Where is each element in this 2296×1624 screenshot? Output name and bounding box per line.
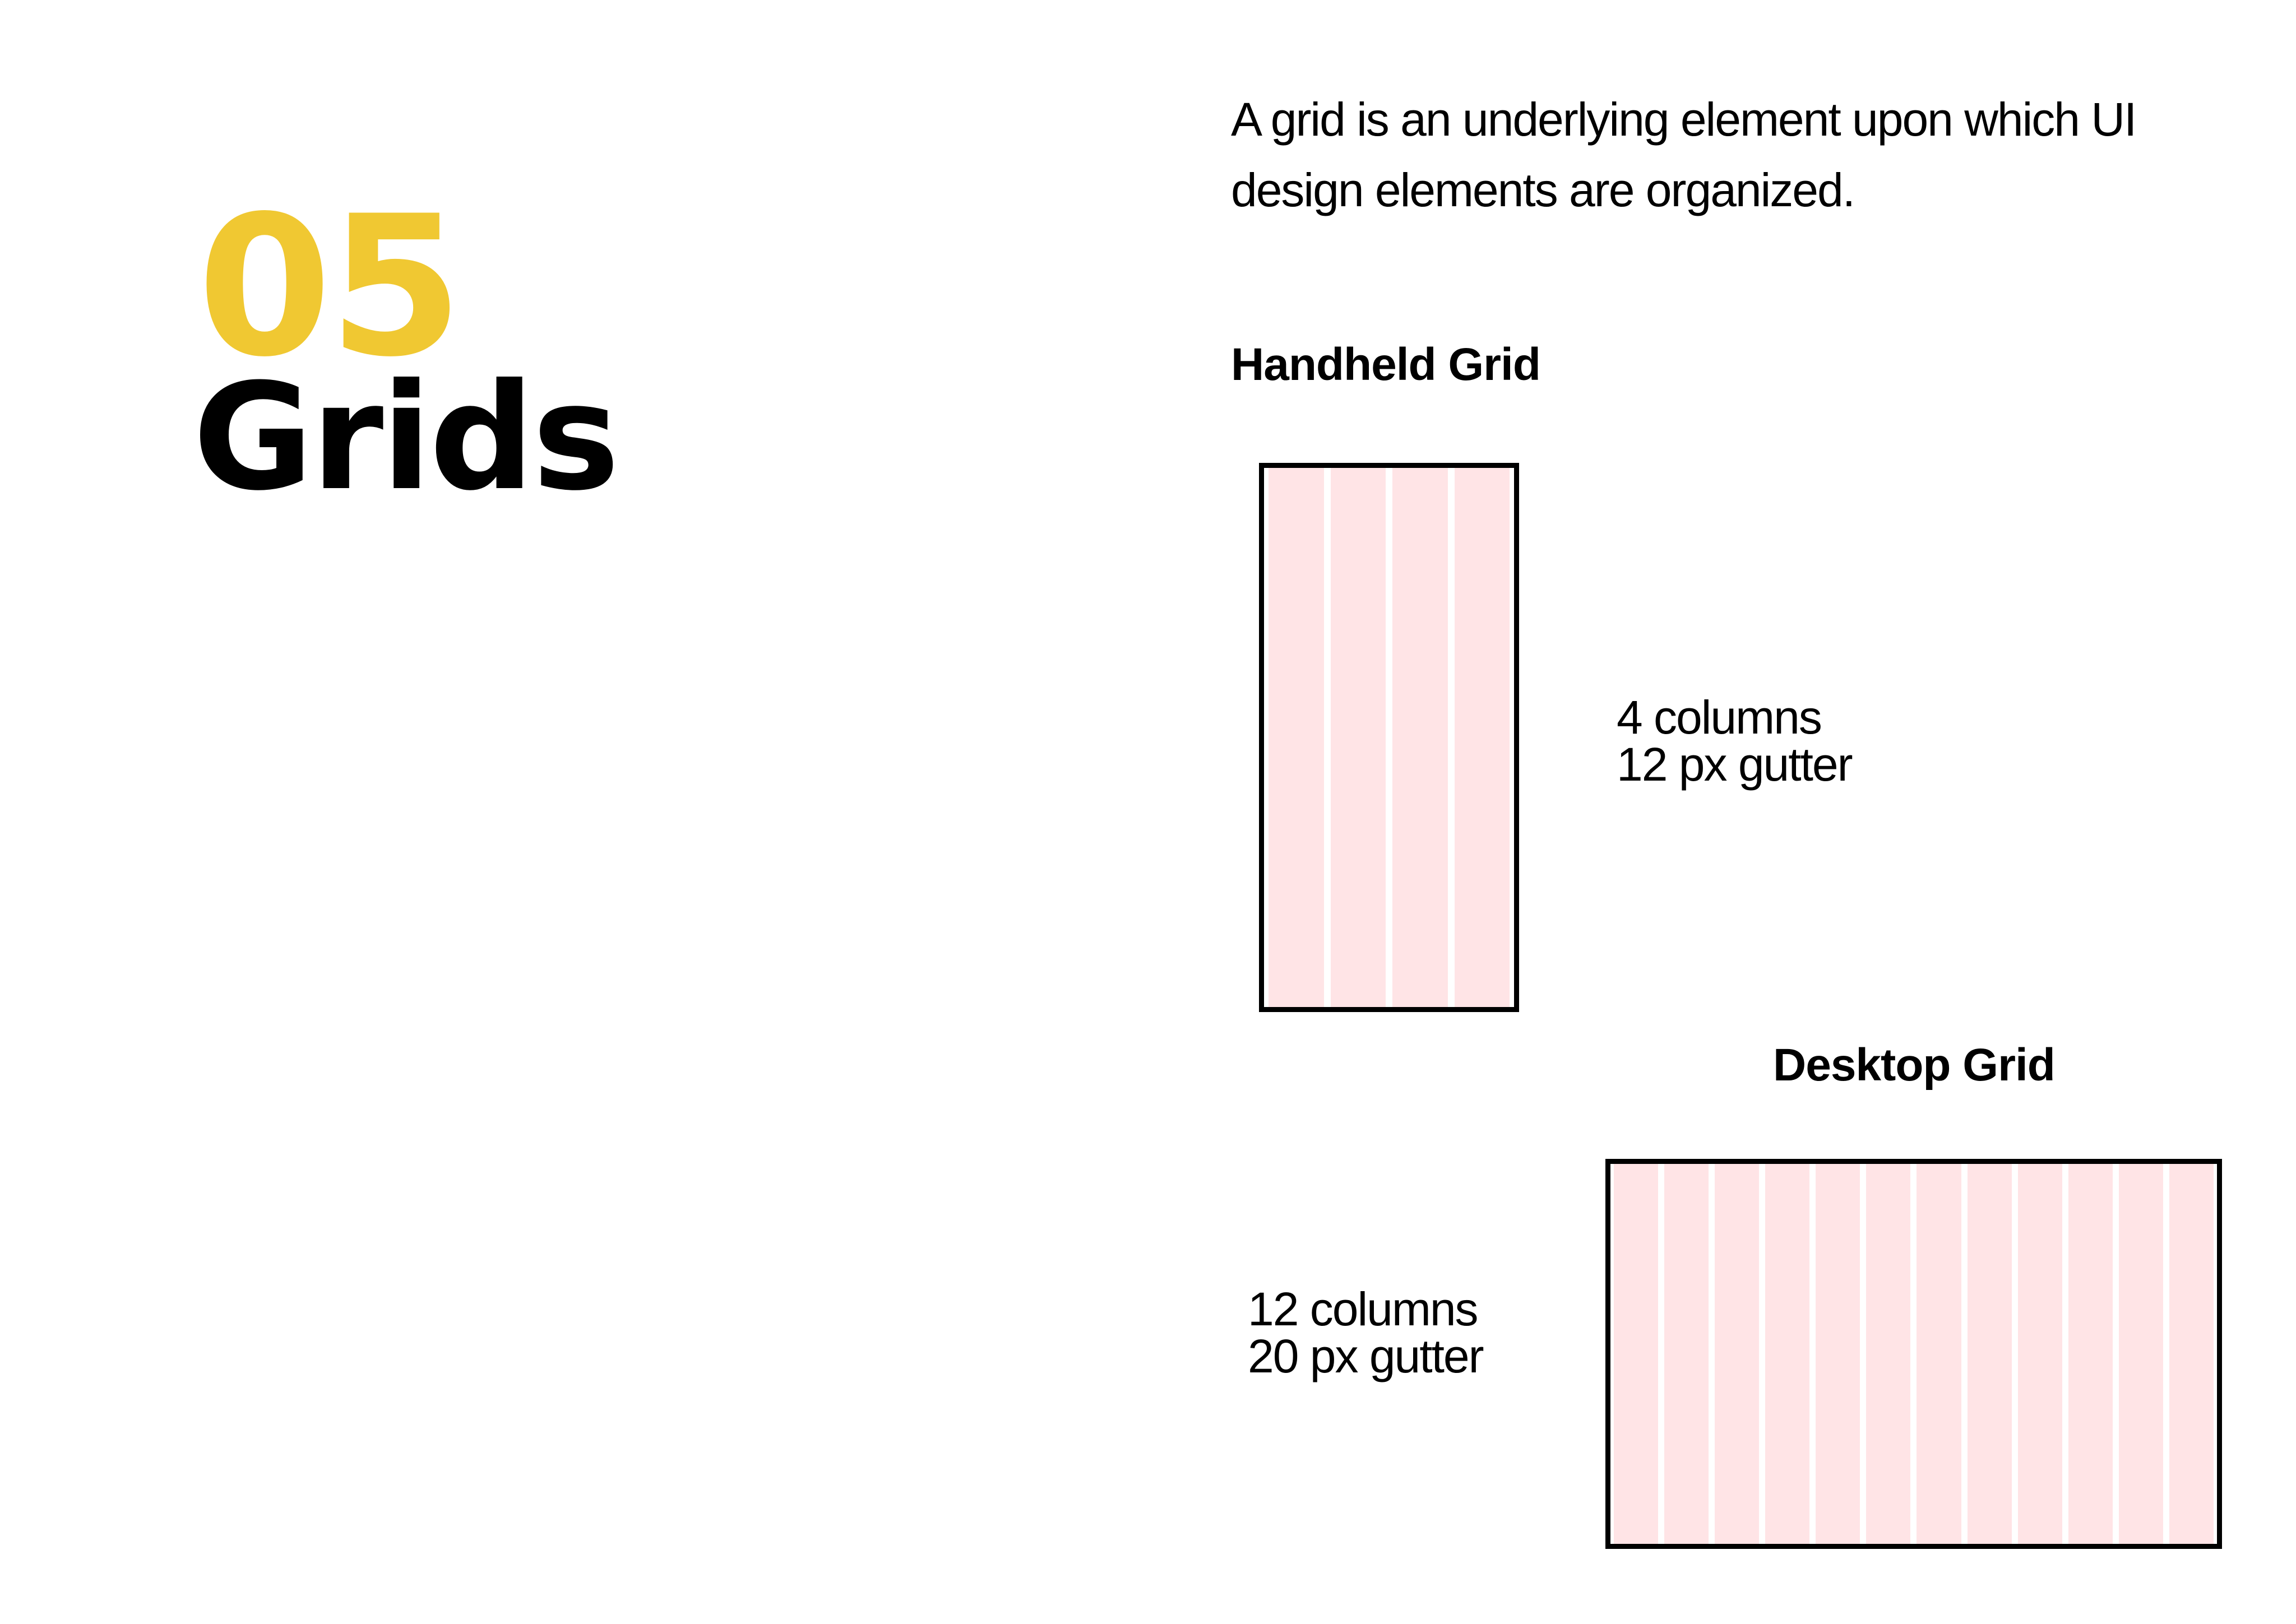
handheld-grid-spec: 4 columns 12 px gutter — [1617, 691, 1853, 791]
desktop-grid-column — [1917, 1164, 1961, 1544]
desktop-grid-frame — [1605, 1159, 2222, 1549]
handheld-grid-column — [1454, 468, 1510, 1007]
handheld-grid-column — [1269, 468, 1324, 1007]
intro-paragraph: A grid is an underlying element upon whi… — [1231, 93, 2137, 216]
section-number: 05 — [197, 175, 463, 400]
desktop-grid-column — [1866, 1164, 1911, 1544]
desktop-grid-column — [1765, 1164, 1810, 1544]
desktop-grid-spec: 12 columns 20 px gutter — [1248, 1283, 1484, 1382]
handheld-gutter-text: 12 px gutter — [1617, 738, 1853, 791]
desktop-grid-column — [2169, 1164, 2214, 1544]
desktop-grid-heading: Desktop Grid — [1773, 1040, 2056, 1091]
desktop-grid-column — [2017, 1164, 2062, 1544]
desktop-grid-column — [2068, 1164, 2113, 1544]
desktop-grid-column — [1664, 1164, 1709, 1544]
desktop-grid-column — [1614, 1164, 1659, 1544]
desktop-columns-text: 12 columns — [1248, 1283, 1479, 1335]
desktop-gutter-text: 20 px gutter — [1248, 1330, 1484, 1382]
handheld-grid-column — [1330, 468, 1386, 1007]
desktop-grid-column — [1967, 1164, 2012, 1544]
desktop-grid-column — [1816, 1164, 1860, 1544]
desktop-grid-column — [2118, 1164, 2163, 1544]
handheld-grid-frame — [1259, 463, 1519, 1012]
handheld-grid-heading: Handheld Grid — [1231, 339, 1541, 390]
section-title: Grids — [193, 352, 620, 523]
desktop-grid-column — [1715, 1164, 1760, 1544]
handheld-columns-text: 4 columns — [1617, 691, 1822, 744]
handheld-grid-column — [1392, 468, 1448, 1007]
